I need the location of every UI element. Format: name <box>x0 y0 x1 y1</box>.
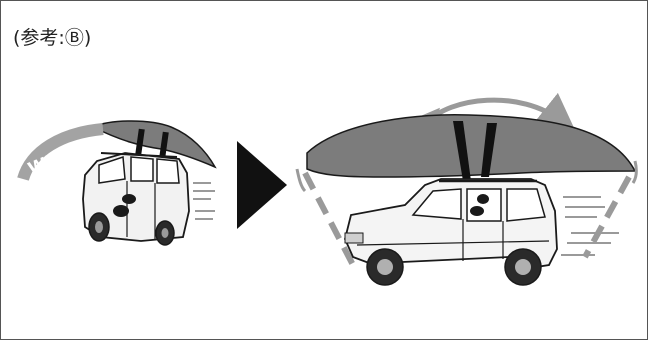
large-canoe <box>307 115 635 177</box>
small-car-scene <box>83 121 215 245</box>
arrow-right-icon <box>237 141 287 229</box>
large-car-scene <box>297 100 636 285</box>
